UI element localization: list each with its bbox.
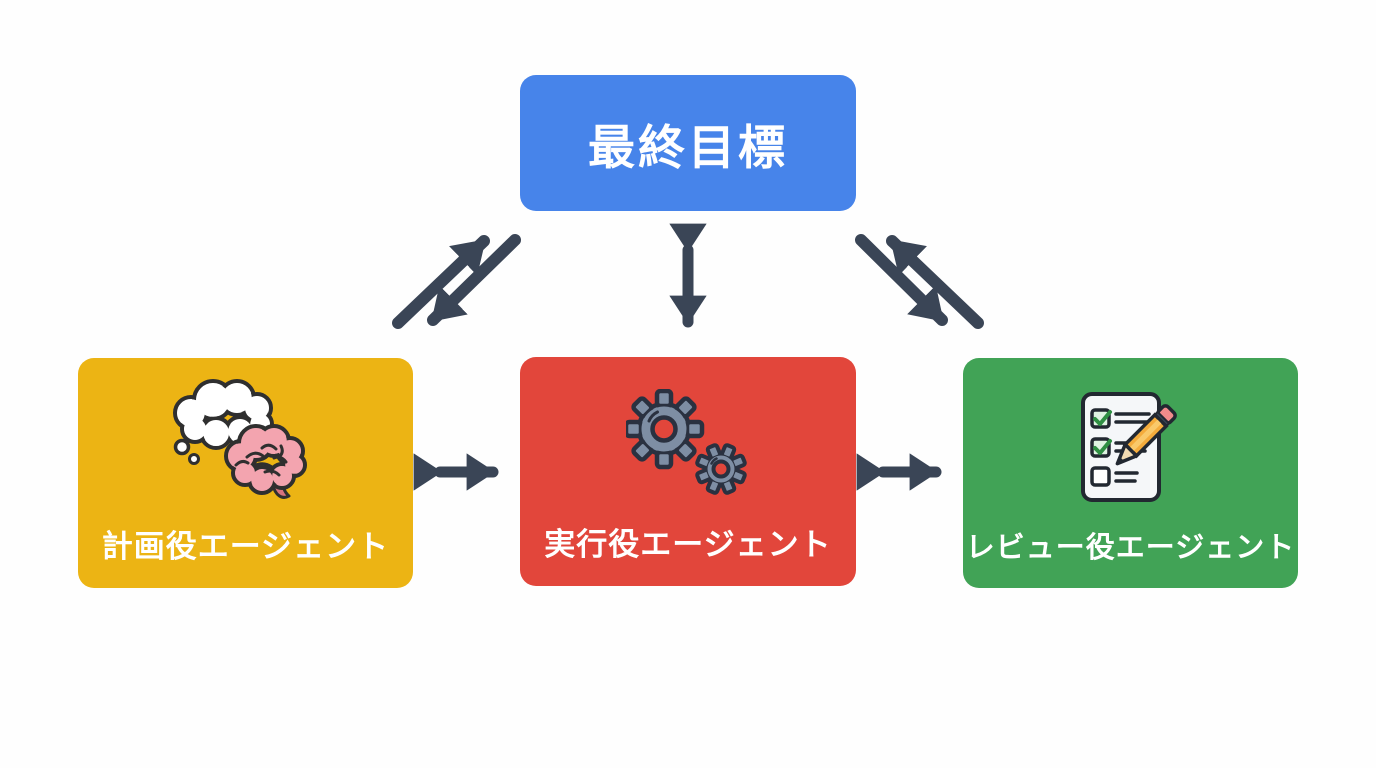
arrow-goal-to-reviewer bbox=[855, 234, 948, 326]
executor-agent-label: 実行役エージェント bbox=[544, 527, 832, 562]
reviewer-agent-label: レビュー役エージェント bbox=[965, 532, 1296, 564]
goal-label: 最終目標 bbox=[588, 120, 788, 174]
planner-agent-label: 計画役エージェント bbox=[101, 529, 390, 564]
gears-icon bbox=[626, 389, 747, 495]
planner-agent-box: 計画役エージェント bbox=[78, 358, 413, 588]
reviewer-agent-box: レビュー役エージェント bbox=[963, 358, 1298, 588]
arrow-reviewer-to-goal bbox=[886, 235, 984, 329]
checklist-pencil-icon bbox=[1081, 392, 1177, 502]
arrow-planner-to-goal bbox=[392, 235, 490, 329]
arrow-goal-to-planner bbox=[427, 234, 521, 326]
goal-box: 最終目標 bbox=[520, 75, 856, 211]
executor-agent-box: 実行役エージェント bbox=[520, 357, 856, 586]
brain-thought-icon bbox=[173, 379, 307, 499]
